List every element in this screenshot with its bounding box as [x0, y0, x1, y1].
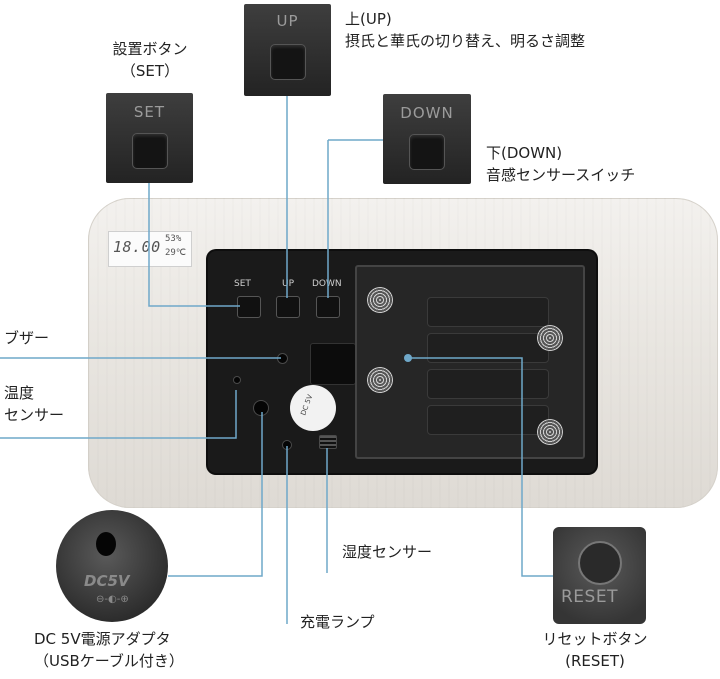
dc-jack-zoom: DC5V ⊖-◐-⊕ [56, 510, 168, 622]
up-key[interactable] [270, 44, 306, 80]
leader-set [148, 183, 240, 307]
temperature-label-line2: センサー [4, 406, 65, 424]
leader-reset [408, 357, 553, 577]
up-button-caption: UP [276, 12, 299, 30]
panel-up-button[interactable] [276, 296, 300, 318]
reset-label-line1: リセットボタン [542, 630, 648, 648]
set-label-title: 設置ボタン [112, 40, 188, 58]
dc-adapter-label: DC 5V電源アダプタ （USBケーブル付き） [34, 628, 184, 672]
dc-label-line1: DC 5V電源アダプタ [34, 630, 171, 648]
temperature-label-line1: 温度 [4, 384, 35, 402]
battery-spring [537, 419, 563, 445]
battery-spring [367, 367, 393, 393]
panel-set-label: SET [234, 279, 251, 289]
leader-dc [168, 412, 263, 577]
reset-button-caption: RESET [561, 587, 618, 607]
down-button-caption: DOWN [400, 104, 454, 122]
up-button-zoom: UP [244, 4, 331, 96]
lcd-temperature: 29℃ [165, 248, 186, 258]
charge-lamp-label: 充電ランプ [300, 613, 375, 631]
reset-key[interactable] [578, 541, 622, 585]
panel-slot [310, 343, 356, 385]
lcd-humidity: 53% [165, 234, 182, 244]
buzzer-label: ブザー [4, 329, 50, 347]
dc-label-line2: （USBケーブル付き） [34, 652, 184, 670]
down-key[interactable] [409, 134, 445, 170]
panel-down-label: DOWN [312, 279, 342, 289]
battery-compartment [355, 265, 585, 459]
battery-spring [537, 325, 563, 351]
leader-dot [404, 354, 412, 362]
up-label-sub: 摂氏と華氏の切り替え、明るさ調整 [345, 32, 586, 50]
set-label: 設置ボタン （SET） [90, 38, 210, 82]
dc-sticker: DC 5V [290, 385, 336, 431]
battery-spring [367, 287, 393, 313]
set-button-zoom: SET [106, 93, 193, 183]
set-button-caption: SET [133, 103, 166, 121]
polarity-icon: ⊖-◐-⊕ [96, 594, 129, 605]
leader-temperature [0, 390, 237, 439]
dc-jack-text: DC5V [84, 572, 130, 590]
down-label-title: 下(DOWN) [486, 144, 563, 162]
reset-label-line2: (RESET) [565, 652, 625, 670]
temperature-sensor-hole [233, 376, 241, 384]
panel-up-label: UP [282, 279, 295, 289]
set-key[interactable] [132, 133, 168, 169]
up-label: 上(UP) 摂氏と華氏の切り替え、明るさ調整 [345, 8, 585, 52]
down-label-sub: 音感センサースイッチ [486, 166, 636, 184]
temperature-sensor-label: 温度 センサー [4, 382, 64, 426]
down-button-zoom: DOWN [383, 94, 471, 184]
humidity-sensor-vent [319, 435, 337, 449]
humidity-sensor-label: 湿度センサー [342, 543, 433, 561]
reset-button-zoom: RESET [553, 527, 646, 624]
panel-set-button[interactable] [237, 296, 261, 318]
battery-slot [427, 369, 549, 399]
set-label-sub: （SET） [120, 62, 180, 80]
up-label-title: 上(UP) [345, 10, 392, 28]
dc-jack [253, 400, 269, 416]
down-label: 下(DOWN) 音感センサースイッチ [486, 142, 635, 186]
dc-jack-hole [96, 532, 116, 556]
reset-label: リセットボタン (RESET) [520, 628, 670, 672]
battery-slot [427, 297, 549, 327]
